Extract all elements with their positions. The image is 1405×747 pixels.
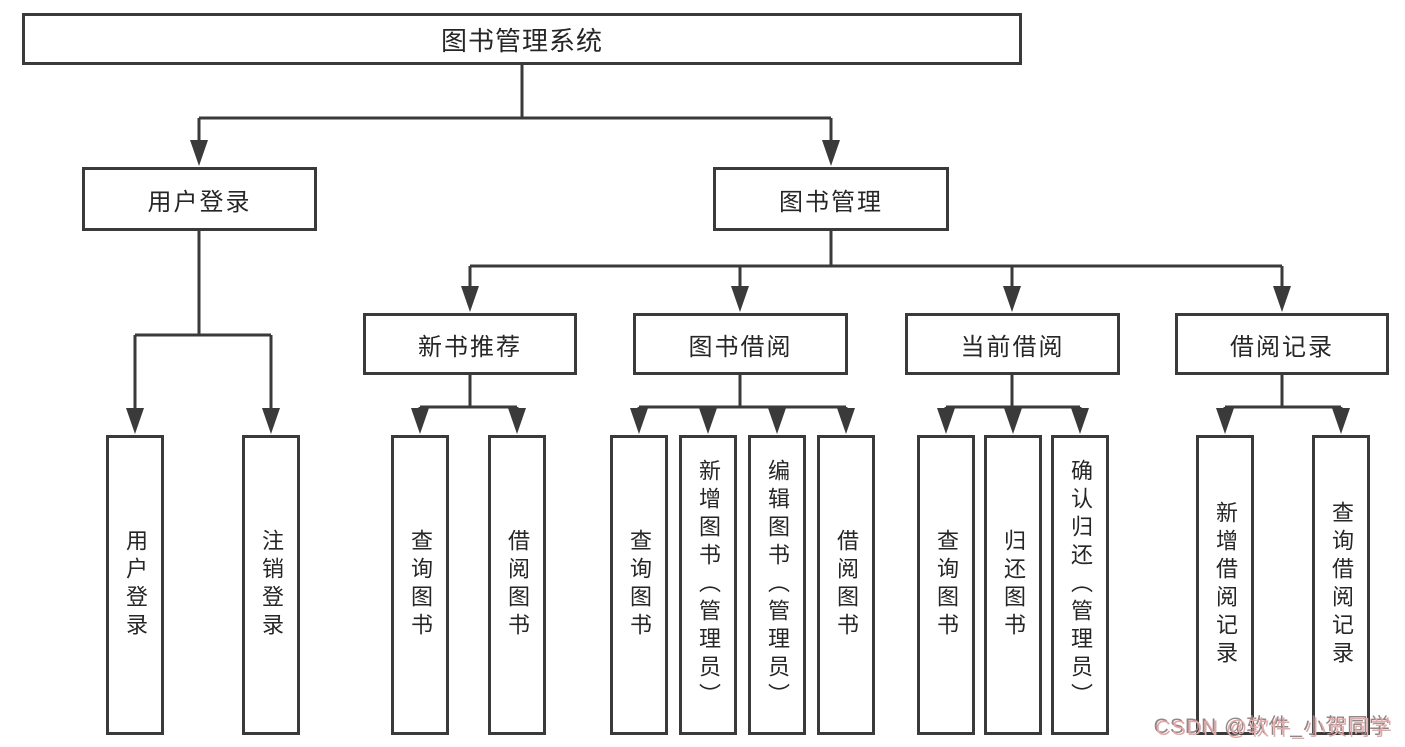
node-leaf-recommend-query-books: 查询图书	[391, 435, 449, 735]
node-leaf-recommend-borrow-books: 借阅图书	[488, 435, 546, 735]
node-book-management: 图书管理	[713, 167, 949, 231]
node-current-borrow: 当前借阅	[905, 313, 1120, 375]
connector-lines	[133, 65, 1343, 414]
node-leaf-records-query-record: 查询借阅记录	[1312, 435, 1370, 735]
node-leaf-user-login: 用户登录	[106, 435, 164, 735]
node-borrow-records: 借阅记录	[1175, 313, 1389, 375]
node-leaf-borrow-query-books: 查询图书	[610, 435, 668, 735]
node-leaf-borrow-edit-books: 编辑图书（管理员）	[748, 435, 806, 735]
node-library-management-system: 图书管理系统	[22, 13, 1022, 65]
node-new-book-recommend: 新书推荐	[363, 313, 577, 375]
node-leaf-records-add-record: 新增借阅记录	[1196, 435, 1254, 735]
node-book-borrow: 图书借阅	[633, 313, 848, 375]
csdn-watermark: CSDN @软件_小贺同学	[1155, 717, 1393, 740]
node-leaf-logout: 注销登录	[242, 435, 300, 735]
node-leaf-current-confirm-return: 确认归还（管理员）	[1051, 435, 1109, 735]
node-leaf-current-query-books: 查询图书	[917, 435, 975, 735]
node-leaf-current-return-books: 归还图书	[984, 435, 1042, 735]
node-user-login: 用户登录	[82, 167, 317, 231]
node-leaf-borrow-add-books: 新增图书（管理员）	[679, 435, 737, 735]
node-leaf-borrow-borrow-books: 借阅图书	[817, 435, 875, 735]
